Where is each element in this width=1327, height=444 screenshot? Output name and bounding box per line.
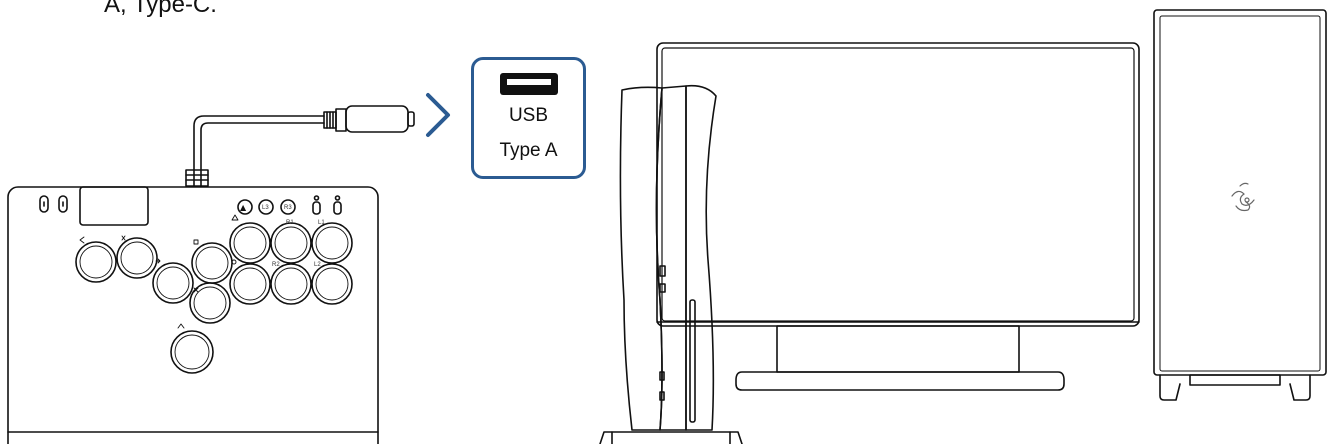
usb-port-callout: USB Type A xyxy=(471,57,586,179)
mode-switch-left xyxy=(312,195,321,215)
r1-label: R1 xyxy=(286,220,294,226)
button-l2 xyxy=(311,263,353,305)
button-r2 xyxy=(270,263,312,305)
button-square xyxy=(191,242,233,284)
button-right xyxy=(152,262,194,304)
port-label-type: Type A xyxy=(499,140,558,161)
button-triangle xyxy=(229,222,271,264)
r3-label: R3 xyxy=(284,205,292,211)
usb-cable xyxy=(193,115,325,187)
monitor xyxy=(656,42,1140,391)
l2-label: L2 xyxy=(314,262,321,268)
playstation-icon: ▲ xyxy=(240,203,247,212)
button-l1 xyxy=(311,222,353,264)
cable-strain-relief xyxy=(185,169,209,187)
arcade-controller xyxy=(7,186,379,444)
button-r1 xyxy=(270,222,312,264)
arcade-buttons xyxy=(75,222,353,374)
r2-label: R2 xyxy=(272,262,280,268)
pc-tower xyxy=(1153,9,1327,401)
button-circle xyxy=(229,263,271,305)
button-left xyxy=(75,241,117,283)
chevron-right-icon xyxy=(426,93,450,137)
usb-port-icon xyxy=(500,73,558,95)
l3-label: L3 xyxy=(262,205,269,211)
ps-button xyxy=(237,199,253,215)
button-cross xyxy=(189,282,231,324)
razer-logo-icon xyxy=(1231,182,1255,212)
button-down xyxy=(116,237,158,279)
intro-text: A, Type-C. xyxy=(104,0,217,18)
port-label-usb: USB xyxy=(508,105,549,126)
l1-label: L1 xyxy=(318,220,325,226)
mode-switch-right xyxy=(333,195,342,215)
ps5-console xyxy=(599,84,743,444)
button-up xyxy=(170,330,214,374)
usb-c-plug-icon xyxy=(323,105,415,133)
